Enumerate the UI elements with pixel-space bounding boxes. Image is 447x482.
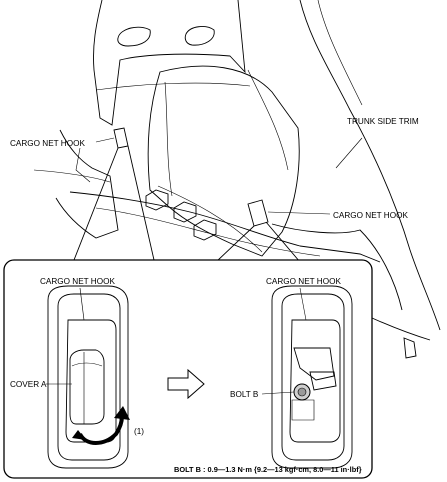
trim-contour-3 [157,185,263,253]
floor-clip-1 [145,189,169,211]
torque-spec: BOLT B : 0.9—1.3 N·m {9.2—13 kgf·cm, 8.0… [174,465,362,474]
trim-contour-2 [247,69,289,171]
floor-clip-3 [193,219,217,241]
left-sill-line [33,169,111,183]
detail-panel [3,259,373,479]
trim-outer-left [47,285,129,469]
callout-right-a [215,225,255,263]
label-bolt-b: BOLT B [230,390,259,399]
hook-flap-tab [309,371,337,391]
trunk-side-trim-panel [147,65,300,257]
body-panel-edge [299,0,441,331]
torque-spec-label: BOLT B [174,465,201,474]
frame-opening-left [117,26,151,47]
detail-hook-with-cover [46,285,130,469]
callout-right-b [265,221,301,263]
label-trunk-side-trim: TRUNK SIDE TRIM [347,117,419,126]
floor-inner-edge [95,207,321,257]
right-strap [371,317,431,341]
label-cargo-net-hook-upper-left: CARGO NET HOOK [10,139,85,148]
leader-hook-right [267,211,331,215]
floor-clip-2 [173,201,197,223]
right-strap-end [403,337,417,359]
body-panel-inner-edge [317,0,363,106]
right-lower-panel [271,223,403,311]
leader-hook-detail-left [79,287,85,321]
hook-flap [293,347,335,381]
leader-trunk-side-trim [335,137,363,169]
hook-recess-right [289,319,341,443]
cover-a [69,349,105,425]
right-arrow-icon [167,368,205,400]
trim-inner-left [57,293,121,461]
trim-outer-right [271,285,353,469]
callout-left-a [73,147,119,261]
cargo-net-hook-left-marker [113,127,129,149]
leader-hook-left [95,137,115,143]
torque-spec-value: : 0.9—1.3 N·m {9.2—13 kgf·cm, 8.0—11 in·… [201,465,362,474]
trim-contour-1 [164,81,173,197]
label-step-marker: (1) [134,427,144,436]
frame-opening-right [184,26,215,46]
trunk-floor-edge [69,191,381,263]
cargo-net-hook-right-marker [247,199,269,227]
frame-crease [95,82,251,91]
bolt-base [291,399,315,421]
trim-inner-right [281,293,345,461]
bolt-b [293,383,311,401]
callout-lines [73,145,301,263]
label-cargo-net-hook-detail-left: CARGO NET HOOK [40,277,115,286]
curved-arrow-icon [72,406,130,445]
detail-hook-cover-removed [261,285,353,469]
left-structure [55,129,119,239]
callout-left-b [127,145,155,261]
rear-upper-frame [93,0,246,126]
leader-bolt-b [261,391,295,395]
cover-a-highlight [71,362,103,367]
label-cargo-net-hook-detail-right: CARGO NET HOOK [266,277,341,286]
overview-leaders [95,137,363,215]
label-cover-a: COVER A [10,380,47,389]
leader-hook-detail-right [299,287,307,321]
label-cargo-net-hook-upper-right: CARGO NET HOOK [333,211,408,220]
left-bracket [75,147,91,183]
hook-recess-left [65,319,117,443]
